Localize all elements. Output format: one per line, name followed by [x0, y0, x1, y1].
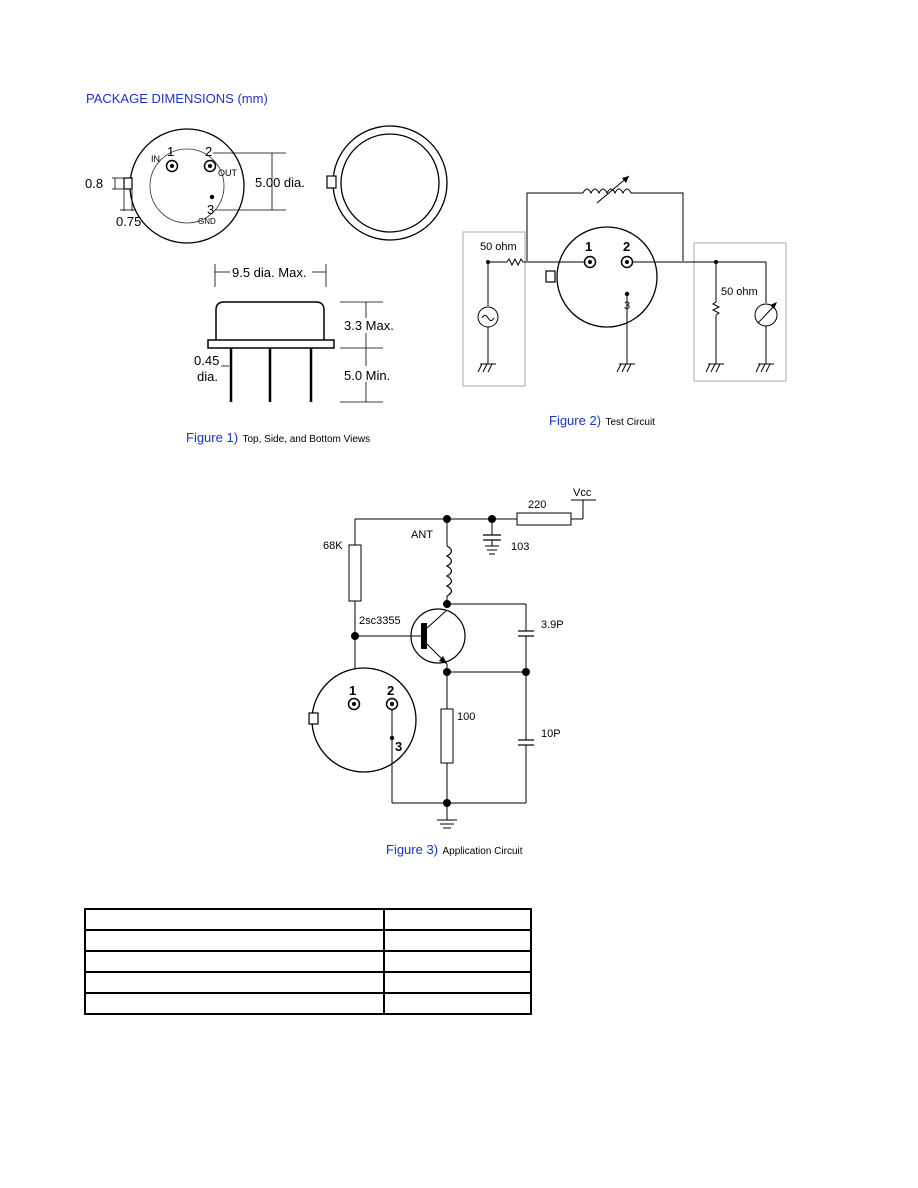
c103-label: 103 — [511, 541, 529, 553]
r220-label: 220 — [528, 499, 546, 511]
test-pin1: 1 — [585, 239, 592, 254]
top-view-inner — [149, 148, 225, 224]
table-cell — [383, 950, 532, 973]
test-saw-body — [556, 226, 658, 328]
dim-3.3: 3.3 Max. — [344, 318, 394, 333]
figure1-caption-rest: Top, Side, and Bottom Views — [242, 434, 371, 445]
resistor-68k — [348, 544, 362, 602]
pin3-num: 3 — [207, 202, 214, 217]
table-row — [84, 992, 532, 1015]
dim-0.8: 0.8 — [85, 176, 103, 191]
dim-5.00: 5.00 dia. — [255, 175, 305, 190]
test-pin2: 2 — [623, 239, 630, 254]
table-row — [84, 908, 532, 931]
gnd-label: GND — [198, 217, 216, 226]
table-row — [84, 950, 532, 973]
table-cell — [84, 950, 385, 973]
table-row — [84, 971, 532, 994]
output-r-label: 50 ohm — [721, 286, 758, 298]
input-resistor — [506, 257, 524, 267]
dim-0.45: 0.45 — [194, 353, 219, 368]
output-resistor — [711, 301, 721, 316]
c10p-label: 10P — [541, 728, 561, 740]
dim-dia: dia. — [197, 369, 218, 384]
c39p-label: 3.9P — [541, 619, 564, 631]
table-cell — [383, 971, 532, 994]
transistor-label: 2sc3355 — [359, 615, 401, 627]
dim-0.75: 0.75 — [116, 214, 141, 229]
pin1-num: 1 — [167, 144, 174, 159]
app-saw-body — [311, 667, 417, 773]
resistor-220 — [516, 512, 572, 526]
spec-table — [84, 908, 532, 1015]
table-cell — [84, 992, 385, 1015]
figure3-caption-lead: Figure 3) — [386, 842, 439, 857]
table-cell — [84, 971, 385, 994]
table-row — [84, 929, 532, 952]
dim-9.5: 9.5 dia. Max. — [232, 265, 306, 280]
r100-label: 100 — [457, 711, 475, 723]
pin2-pad — [203, 159, 217, 173]
vcc-label: Vcc — [573, 487, 592, 499]
variable-inductor — [582, 188, 632, 195]
section-title: PACKAGE DIMENSIONS (mm) — [86, 91, 268, 106]
out-label: OUT — [218, 168, 238, 178]
table-cell — [383, 929, 532, 952]
dim-5.0: 5.0 Min. — [344, 368, 390, 383]
meter-box — [693, 242, 787, 382]
figure2-caption: Figure 2) Test Circuit — [549, 412, 655, 430]
pin1-pad — [165, 159, 179, 173]
in-label: IN — [151, 154, 160, 164]
figure3-caption: Figure 3) Application Circuit — [386, 841, 523, 859]
bottom-view-inner — [340, 133, 440, 233]
figure2-caption-rest: Test Circuit — [605, 417, 655, 428]
source-box — [462, 231, 526, 387]
table-cell — [383, 908, 532, 931]
table-cell — [84, 929, 385, 952]
figure2-caption-lead: Figure 2) — [549, 413, 602, 428]
ant-coil — [445, 545, 453, 597]
pin3-pad — [209, 194, 215, 200]
input-r-label: 50 ohm — [480, 241, 517, 253]
ant-label: ANT — [411, 529, 433, 541]
figure3-caption-rest: Application Circuit — [442, 846, 523, 857]
figure1-caption: Figure 1) Top, Side, and Bottom Views — [186, 429, 370, 447]
pin2-num: 2 — [205, 144, 212, 159]
table-cell — [84, 908, 385, 931]
table-cell — [383, 992, 532, 1015]
side-view-can — [215, 301, 325, 340]
app-pin1: 1 — [349, 683, 356, 698]
r68k-label: 68K — [323, 540, 343, 552]
key-tab — [123, 177, 133, 190]
app-pin2: 2 — [387, 683, 394, 698]
app-pin3: 3 — [395, 739, 402, 754]
resistor-100 — [440, 708, 454, 764]
figure1-caption-lead: Figure 1) — [186, 430, 239, 445]
bottom-key-tab — [326, 175, 337, 189]
